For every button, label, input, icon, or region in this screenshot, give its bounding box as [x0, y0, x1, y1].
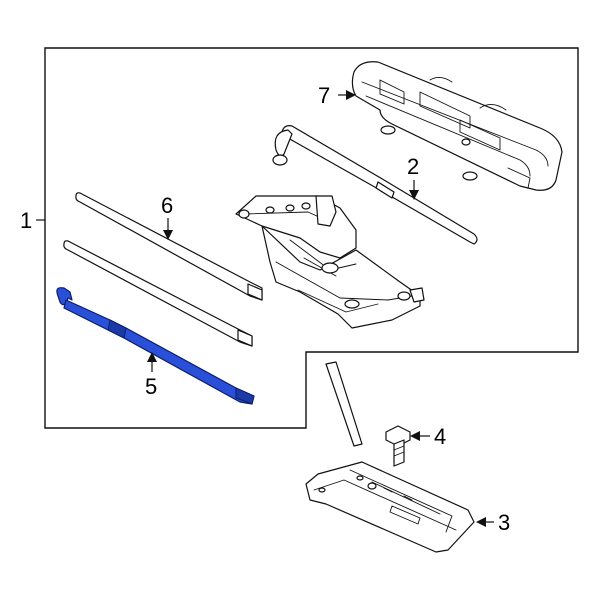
- part-5-hook-bar[interactable]: [56, 287, 255, 405]
- part-4-bolt[interactable]: [385, 425, 411, 467]
- part-3-bracket[interactable]: [305, 361, 475, 553]
- part-6-extension-rod[interactable]: [75, 192, 263, 301]
- callout-6: 6: [161, 193, 173, 218]
- callout-5-arrow: [147, 352, 157, 362]
- part-2-jack-handle[interactable]: [272, 125, 478, 245]
- lower-extension-rod[interactable]: [63, 240, 253, 347]
- callout-3: 3: [498, 510, 510, 535]
- part-7-jack-case[interactable]: [351, 61, 563, 191]
- callout-2: 2: [407, 154, 419, 179]
- callout-7-arrow: [346, 90, 356, 100]
- callout-6-arrow: [163, 230, 173, 240]
- callout-1: 1: [20, 208, 32, 233]
- callout-5: 5: [145, 374, 157, 399]
- callout-4-arrow: [410, 431, 420, 441]
- callout-2-arrow: [409, 190, 419, 200]
- scissor-jack[interactable]: [235, 195, 425, 329]
- assembly-frame: [44, 47, 579, 429]
- callout-4: 4: [434, 424, 446, 449]
- callout-3-arrow: [476, 517, 486, 527]
- callout-7: 7: [318, 83, 330, 108]
